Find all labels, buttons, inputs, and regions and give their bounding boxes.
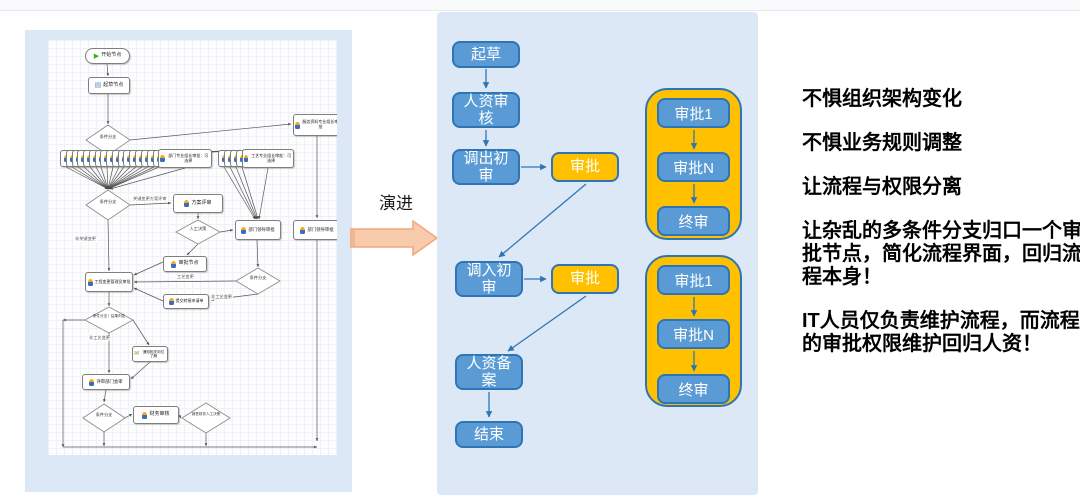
legacy-node-label: 提交转接申请单: [175, 298, 204, 304]
legacy-node-label: 工程变更管理员审批: [94, 278, 131, 284]
legacy-decision-10: [175, 219, 221, 245]
legacy-node-label: 财务审核: [149, 411, 170, 418]
person-icon: [142, 411, 148, 419]
legacy-node-13: 审批节点: [163, 256, 207, 272]
legacy-node-18: ✉通知相关岗位了解: [132, 346, 168, 362]
approval-group-2-step-1: 审批1: [657, 265, 730, 295]
flow-node-diaoru-chushen: 调入初审: [455, 261, 523, 297]
evolution-label: 演进: [379, 194, 413, 213]
legacy-node-9: 方案评审: [173, 194, 223, 213]
approval-group-1-step-1: 审批1: [657, 98, 730, 128]
legacy-decision-22: [181, 402, 231, 434]
legacy-node-0: ▶开始节点: [85, 48, 130, 64]
top-strip: [0, 0, 1080, 11]
benefit-item-3: 让流程与权限分离: [802, 176, 962, 198]
legacy-node-1: ▤起草节点: [88, 77, 130, 94]
mail-icon: ✉: [134, 351, 140, 357]
person-icon: [168, 298, 174, 305]
benefits-list: 不惧组织架构变化不惧业务规则调整让流程与权限分离让杂乱的多条件分支归口一个审批节…: [802, 88, 1080, 377]
benefit-item-1: 不惧组织架构变化: [802, 88, 962, 110]
legacy-node-label: 方案评审: [191, 199, 212, 206]
legacy-decision-17: [84, 306, 134, 334]
approval-group-2-step-2: 审批N: [657, 319, 730, 349]
legacy-node-label: 服务资料专业组长审批: [302, 119, 337, 129]
flow-node-renzi-beian: 人资备案: [455, 354, 523, 390]
flow-node-qicao: 起草: [452, 41, 520, 68]
flow-node-jieshu: 结束: [455, 421, 523, 448]
flow-node-shenpi-2: 审批: [551, 264, 619, 294]
legacy-node-label: 开始节点: [101, 52, 122, 59]
play-icon: ▶: [93, 52, 100, 60]
legacy-node-21: 财务审核: [133, 406, 179, 424]
legacy-flowchart-canvas: ▶开始节点▤起草节点条件分支部门专业组长审批：可选择工艺专业组长审批：可选择服务…: [48, 40, 337, 455]
flow-node-shenpi-1: 审批: [551, 152, 619, 182]
legacy-node-label: 工艺专业组长审批：可选择: [251, 152, 292, 163]
legacy-node-6: 工艺专业组长审批：可选择: [242, 149, 294, 168]
person-icon: [171, 260, 177, 268]
document-icon: ▤: [94, 82, 102, 89]
legacy-node-7: 服务资料专业组长审批: [293, 114, 337, 136]
person-icon: [244, 155, 249, 162]
legacy-node-12: 部门领导审批: [293, 220, 337, 240]
approval-group-2-step-3: 终审: [657, 374, 730, 404]
legacy-node-label: 部门专业组长审批：可选择: [168, 152, 209, 163]
person-icon: [89, 378, 95, 386]
approval-group-1-step-3: 终审: [657, 206, 730, 236]
person-icon: [295, 121, 300, 129]
legacy-node-14: 工程变更管理员审批: [85, 272, 133, 292]
legacy-node-11: 部门领导审批: [235, 220, 281, 240]
approval-group-1-step-2: 审批N: [657, 152, 730, 182]
benefit-item-2: 不惧业务规则调整: [802, 132, 962, 154]
legacy-decision-8: [85, 189, 131, 221]
legacy-node-label: 审批节点: [178, 260, 199, 267]
benefit-item-4: 让杂乱的多条件分支归口一个审批节点，简化流程界面，回归流程本身！: [802, 220, 1080, 288]
person-icon: [300, 226, 306, 234]
legacy-decision-20: [82, 403, 126, 433]
person-icon: [87, 278, 93, 286]
person-icon: [160, 155, 165, 162]
right-arrow-icon: [350, 220, 439, 256]
legacy-node-19: 评审部门会审: [82, 374, 130, 390]
legacy-node-label: 评审部门会审: [96, 379, 123, 385]
legacy-node-16: 提交转接申请单: [163, 294, 209, 309]
legacy-flowchart-connectors: [61, 63, 319, 449]
legacy-node-label: 部门领导审批: [307, 227, 334, 233]
legacy-node-label: 通知相关岗位了解: [142, 349, 165, 358]
legacy-node-4: 部门专业组长审批：可选择: [158, 149, 212, 168]
legacy-node-label: 起草节点: [103, 81, 124, 88]
flow-node-renzi-shenhe: 人资审核: [452, 92, 520, 128]
legacy-node-label: 部门领导审批: [248, 227, 275, 233]
person-icon: [241, 226, 247, 234]
flow-node-diaochu-chushen: 调出初审: [452, 149, 520, 185]
legacy-decision-15: [235, 267, 281, 295]
person-icon: [184, 200, 190, 207]
benefit-item-5: IT人员仅负责维护流程，而流程的审批权限维护回归人资！: [802, 310, 1080, 355]
